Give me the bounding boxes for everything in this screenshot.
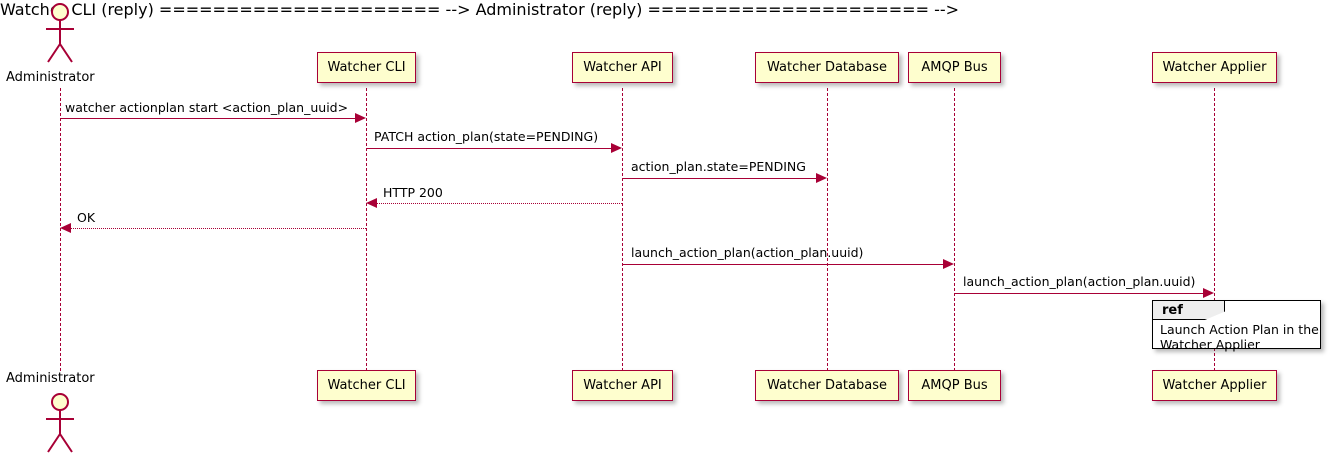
lifeline-amqp-bus	[954, 88, 955, 371]
ref-fragment-tab-label: ref	[1153, 301, 1225, 320]
participant-watcher-cli-top[interactable]: Watcher CLI	[317, 52, 416, 83]
message-line-6	[622, 264, 943, 265]
message-label-7: launch_action_plan(action_plan.uuid)	[963, 274, 1196, 289]
participant-watcher-applier-bottom[interactable]: Watcher Applier	[1152, 370, 1277, 401]
participant-watcher-applier-top[interactable]: Watcher Applier	[1152, 52, 1277, 83]
message-arrowhead-6	[943, 259, 954, 269]
lifeline-watcher-api	[622, 88, 623, 371]
lifeline-watcher-applier	[1214, 88, 1215, 371]
message-arrowhead-1	[355, 113, 366, 123]
message-line-5	[71, 228, 366, 229]
ref-fragment-text: Launch Action Plan in the Watcher Applie…	[1160, 322, 1319, 353]
message-line-1	[60, 118, 355, 119]
message-arrowhead-4	[366, 198, 377, 208]
message-line-2	[366, 148, 611, 149]
message-label-6: launch_action_plan(action_plan.uuid)	[631, 245, 864, 260]
message-label-3: action_plan.state=PENDING	[631, 159, 806, 174]
message-arrowhead-3	[816, 173, 827, 183]
message-arrowhead-5	[60, 223, 71, 233]
message-label-4: HTTP 200	[383, 185, 443, 200]
message-label-2: PATCH action_plan(state=PENDING)	[374, 129, 599, 144]
participant-watcher-cli-bottom[interactable]: Watcher CLI	[317, 370, 416, 401]
participant-watcher-database-bottom[interactable]: Watcher Database	[755, 370, 899, 401]
participant-amqp-bus-top[interactable]: AMQP Bus	[908, 52, 1001, 83]
participant-watcher-api-top[interactable]: Watcher API	[572, 52, 673, 83]
stick-figure-icon	[46, 3, 74, 63]
actor-administrator-top[interactable]	[36, 2, 84, 64]
message-label-5: OK	[77, 210, 96, 225]
message-arrowhead-7	[1203, 288, 1214, 298]
stick-figure-icon	[46, 393, 74, 453]
actor-label-administrator-top: Administrator	[6, 70, 95, 85]
actor-administrator-bottom[interactable]	[36, 392, 84, 454]
actor-label-administrator-bottom: Administrator	[6, 371, 95, 386]
ref-fragment-launch-action-plan[interactable]: ref Launch Action Plan in the Watcher Ap…	[1152, 300, 1321, 352]
message-line-4	[377, 203, 622, 204]
message-line-3	[622, 178, 816, 179]
message-line-7	[954, 293, 1203, 294]
message-arrowhead-2	[611, 143, 622, 153]
participant-watcher-database-top[interactable]: Watcher Database	[755, 52, 899, 83]
participant-watcher-api-bottom[interactable]: Watcher API	[572, 370, 673, 401]
participant-amqp-bus-bottom[interactable]: AMQP Bus	[908, 370, 1001, 401]
lifeline-watcher-database	[827, 88, 828, 371]
message-label-1: watcher actionplan start <action_plan_uu…	[65, 100, 349, 115]
lifeline-watcher-cli	[366, 88, 367, 371]
